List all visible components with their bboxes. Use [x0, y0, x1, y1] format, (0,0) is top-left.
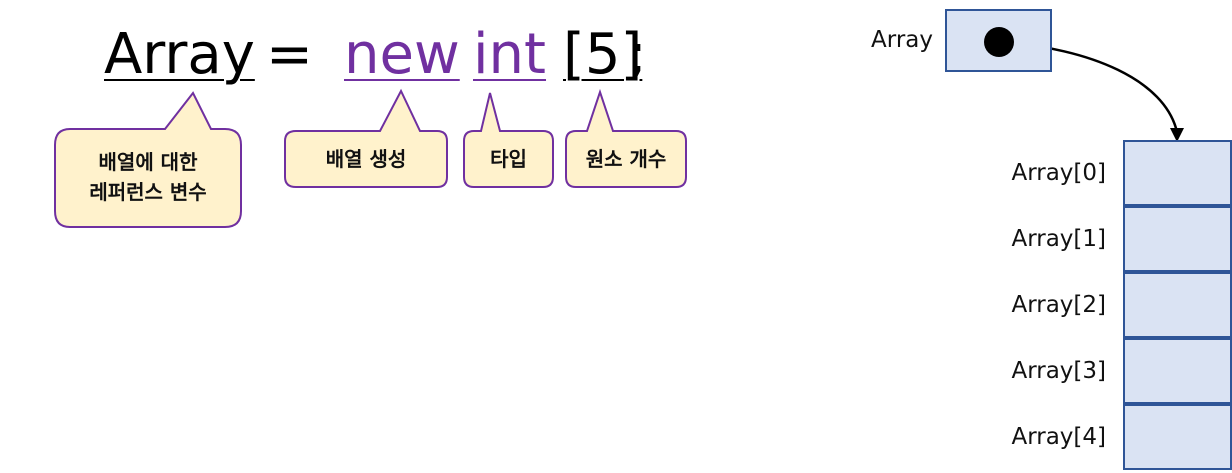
callout-count-text: 원소 개수	[585, 147, 667, 171]
int-keyword: int	[473, 22, 547, 87]
element-label-3: Array[3]	[1011, 358, 1106, 384]
array-cell-0	[1123, 140, 1232, 206]
callout-create-text: 배열 생성	[325, 147, 407, 171]
array-variable: Array	[104, 22, 255, 87]
equals-sign: =	[266, 22, 313, 87]
array-cell-1	[1123, 206, 1232, 272]
element-label-4: Array[4]	[1011, 424, 1106, 450]
array-cell-2	[1123, 272, 1232, 338]
new-keyword: new	[344, 22, 460, 87]
arrow-head	[1170, 128, 1184, 142]
ref-variable-box	[945, 9, 1052, 72]
callout-create-shape	[284, 88, 448, 188]
callout-ref-var-line1: 배열에 대한	[98, 150, 198, 174]
callout-count-shape	[565, 88, 687, 188]
ref-variable-label: Array	[871, 27, 933, 53]
element-label-2: Array[2]	[1011, 292, 1106, 318]
array-size: [5]	[563, 22, 643, 87]
element-label-0: Array[0]	[1011, 160, 1106, 186]
element-label-1: Array[1]	[1011, 226, 1106, 252]
callout-type-shape	[463, 92, 554, 188]
callout-ref-var-shape	[54, 91, 242, 228]
callout-type-text: 타입	[490, 147, 527, 171]
callout-ref-var-line2: 레퍼런스 변수	[89, 180, 207, 204]
array-cell-3	[1123, 338, 1232, 404]
reference-dot	[984, 27, 1014, 57]
array-cell-4	[1123, 404, 1232, 470]
semicolon: ;	[628, 22, 647, 87]
